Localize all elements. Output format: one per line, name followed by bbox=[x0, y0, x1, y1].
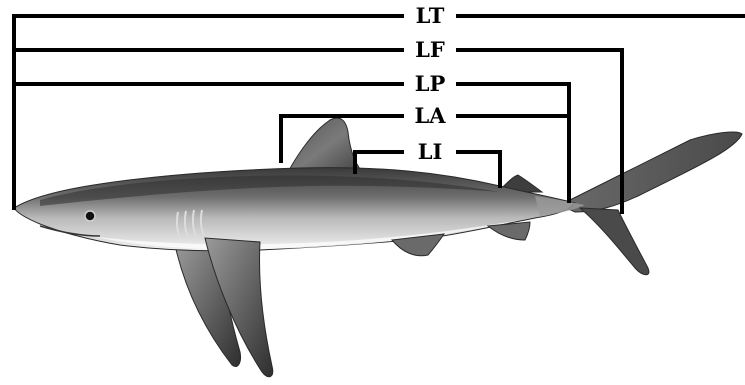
label-lf: LF bbox=[415, 37, 445, 62]
label-li: LI bbox=[418, 139, 443, 164]
label-la: LA bbox=[414, 103, 446, 128]
label-lp: LP bbox=[415, 71, 446, 96]
measurement-labels: LT LF LP LA LI bbox=[414, 3, 446, 164]
caudal-fin-lower bbox=[580, 208, 649, 275]
caudal-fin-upper bbox=[560, 132, 742, 212]
shark-eye bbox=[85, 211, 95, 221]
shark-illustration bbox=[14, 118, 742, 377]
label-lt: LT bbox=[416, 3, 445, 28]
